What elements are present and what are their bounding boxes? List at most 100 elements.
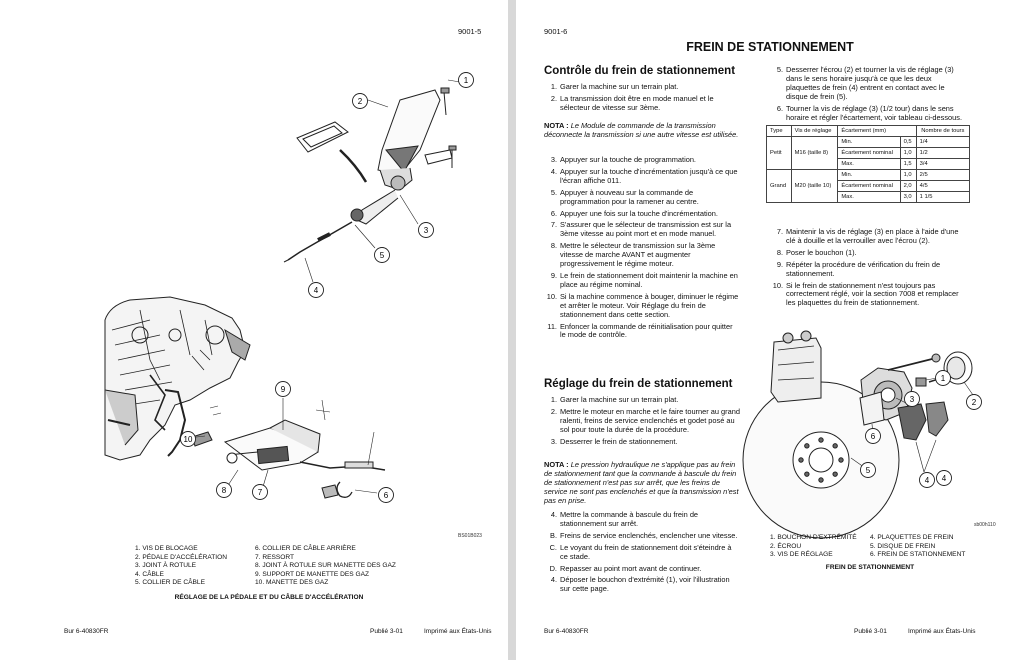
callout-circle: [860, 462, 876, 478]
footer-published: Publié 3-01: [854, 628, 887, 635]
adjust-steps-a: 1.Garer la machine sur un terrain plat. …: [544, 395, 740, 450]
callout-number: 5: [380, 251, 385, 260]
legend-item: 6. FREIN DE STATIONNEMENT: [870, 551, 966, 559]
list-item: 8.Poser le bouchon (1).: [776, 247, 857, 257]
figure-caption: RÉGLAGE DE LA PÉDALE ET DU CÂBLE D'ACCÉL…: [174, 594, 364, 601]
page-gutter: [508, 0, 516, 660]
callout-number: 10: [184, 435, 193, 444]
adjust-steps-d: 7.Maintenir la vis de réglage (3) en pla…: [770, 227, 966, 311]
list-item: 4.Appuyer sur la touche d'incrémentation…: [550, 166, 738, 185]
table-cell: 1 1/5: [915, 191, 971, 203]
callout-number: 4: [314, 286, 319, 295]
bolt-hole: [832, 443, 838, 449]
page-title: FREIN DE STATIONNEMENT: [686, 40, 854, 54]
table-row: Max. 3,0 1 1/5: [767, 191, 971, 203]
list-item: 1.Garer la machine sur un terrain plat.: [550, 82, 679, 91]
table-cell: M16 (taille 8): [790, 136, 839, 170]
callout-circle: [966, 394, 982, 410]
callout-number: 5: [866, 466, 871, 475]
right-page: 9001-6 FREIN DE STATIONNEMENT Contrôle d…: [516, 0, 1024, 660]
callout-number: 3: [424, 226, 429, 235]
callout-circle: [919, 472, 935, 488]
bolt-hole: [818, 477, 824, 483]
callout-circle: [216, 482, 232, 498]
legend-item: 5. DISQUE DE FREIN: [870, 542, 936, 550]
callout-number: 6: [384, 491, 389, 500]
table-row: Petit M16 (taille 8) Min. 0,5 1/4: [766, 136, 971, 170]
page-number: 9001-5: [458, 27, 482, 36]
list-item: C.Le voyant du frein de stationnement do…: [549, 542, 732, 561]
adjustment-table: Type Vis de réglage Écartement (mm) Nomb…: [766, 125, 971, 203]
list-item: 6.Appuyer une fois sur la touche d'incré…: [550, 208, 718, 218]
figure-caption: FREIN DE STATIONNEMENT: [825, 564, 915, 571]
legend-item: 3. JOINT À ROTULE: [135, 562, 197, 570]
list-item: 2.Mettre le moteur en marche et le faire…: [550, 406, 740, 434]
footer-doc-number: Bur 6-40830FR: [64, 628, 109, 635]
list-item: D.Repasser au point mort avant de contin…: [549, 563, 702, 573]
callout-circle: [904, 391, 920, 407]
table-cell: Grand: [766, 169, 792, 203]
left-page: 9001-5: [0, 0, 508, 660]
footer-printed: Imprimé aux États-Unis: [424, 628, 492, 635]
list-item: 5.Desserrer l'écrou (2) et tourner la vi…: [776, 65, 954, 101]
callout-number: 4: [942, 474, 947, 483]
legend-item: 3. VIS DE RÉGLAGE: [770, 551, 833, 559]
callout-circle: [936, 470, 952, 486]
legend-item: 1. VIS DE BLOCAGE: [135, 545, 198, 552]
list-item: 7.S'assurer que le sélecteur de transmis…: [550, 220, 732, 239]
page-number: 9001-6: [544, 27, 568, 36]
callout-circle: [935, 370, 951, 386]
list-item: 8.Mettre le sélecteur de transmission su…: [550, 241, 716, 269]
bolt-hole: [838, 457, 844, 463]
callout-number: 4: [925, 476, 930, 485]
callout-number: 9: [281, 385, 286, 394]
bolt-hole: [804, 443, 810, 449]
footer-printed: Imprimé aux États-Unis: [908, 628, 976, 635]
legend-item: 10. MANETTE DES GAZ: [255, 579, 329, 587]
list-item: 5.Appuyer à nouveau sur la commande de p…: [550, 187, 699, 206]
list-item: 2.La transmission doit être en mode manu…: [550, 93, 714, 112]
callout-circle: [418, 222, 434, 238]
footer-doc-number: Bur 6-40830FR: [544, 628, 589, 635]
legend-item: 9. SUPPORT DE MANETTE DES GAZ: [255, 570, 370, 578]
callout-circle: [180, 431, 196, 447]
callout-number: 2: [358, 97, 363, 106]
callout-number: 6: [871, 432, 876, 441]
legend-item: 8. JOINT À ROTULE SUR MANETTE DES GAZ: [255, 562, 396, 570]
list-item: 6.Tourner la vis de réglage (3) (1/2 tou…: [776, 103, 962, 122]
check-steps-a: 1.Garer la machine sur un terrain plat. …: [544, 82, 740, 116]
callout-circle: [308, 282, 324, 298]
adjust-steps-c: 5.Desserrer l'écrou (2) et tourner la vi…: [770, 65, 966, 125]
legend-item: 5. COLLIER DE CÂBLE: [135, 579, 205, 587]
list-item: 4.Déposer le bouchon d'extrémité (1), vo…: [550, 575, 730, 594]
callout-number: 8: [222, 486, 227, 495]
list-item: B.Freins de service enclenchés, enclench…: [550, 530, 738, 540]
bolt-hole: [798, 457, 804, 463]
callout-circle: [252, 484, 268, 500]
callout-circle: [458, 72, 474, 88]
footer-published: Publié 3-01: [370, 628, 403, 635]
legend-item: 4. CÂBLE: [135, 570, 164, 578]
legend-item: 1. BOUCHON D'EXTRÉMITÉ: [770, 534, 857, 541]
bolt-hole: [832, 471, 838, 477]
list-item: 11.Enfoncer la commande de réinitialisat…: [547, 321, 733, 340]
list-item: 9.Répéter la procédure de vérification d…: [776, 259, 941, 278]
legend-item: 2. ÉCROU: [770, 542, 802, 550]
legend-item: 7. RESSORT: [255, 553, 295, 561]
note-check: NOTA : Le Module de commande de la trans…: [544, 121, 739, 139]
callout-number: 2: [972, 398, 977, 407]
list-item: 4.Mettre la commande à bascule du frein …: [550, 510, 699, 528]
note-adjust: NOTA : Le pression hydraulique ne s'appl…: [544, 460, 739, 505]
callout-number: 7: [258, 488, 263, 497]
callout-circle: [378, 487, 394, 503]
section-heading-check: Contrôle du frein de stationnement: [544, 65, 736, 77]
callout-number: 1: [941, 374, 946, 383]
table-cell: Max.: [837, 191, 901, 203]
figure-code: sb00h110: [974, 522, 996, 528]
legend-item: 2. PÉDALE D'ACCÉLÉRATION: [135, 553, 228, 561]
callout-circle: [275, 381, 291, 397]
legend-item: 6. COLLIER DE CÂBLE ARRIÈRE: [255, 545, 356, 552]
bolt-hole: [818, 437, 824, 443]
